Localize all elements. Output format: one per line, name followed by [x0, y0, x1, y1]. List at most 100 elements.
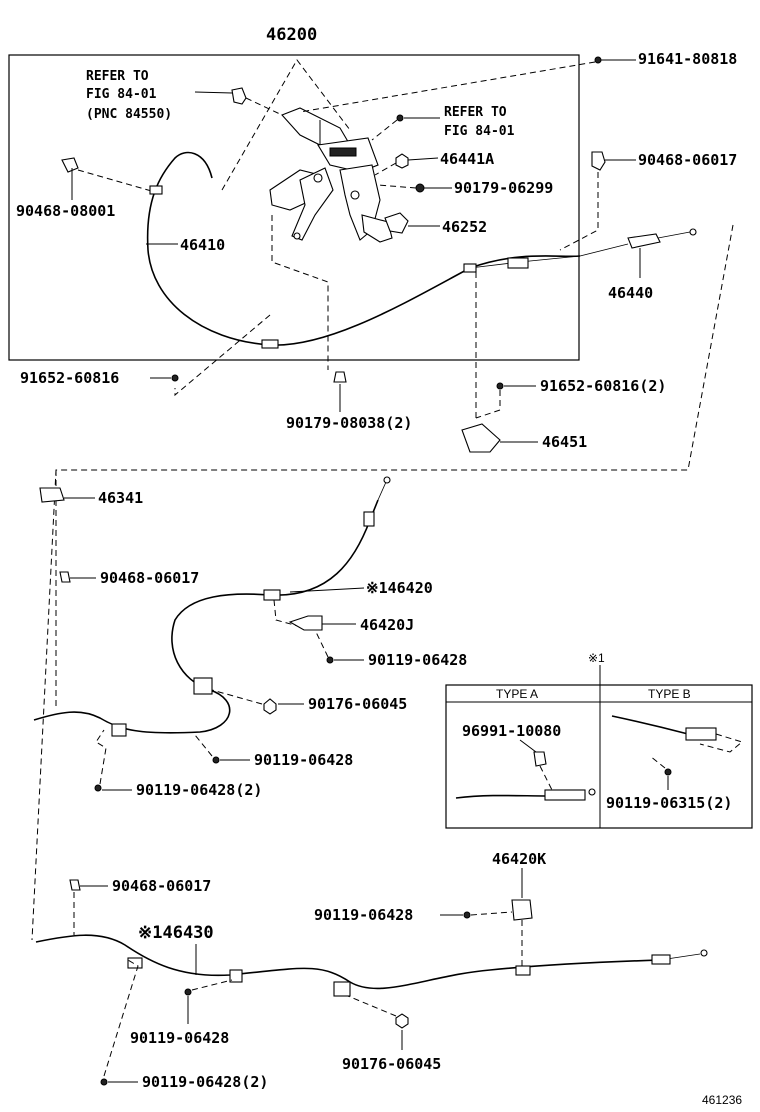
- dash-90119-f: [103, 959, 139, 1077]
- inset-marker: ※1: [588, 651, 605, 665]
- label-90119-06428-f: 90119-06428(2): [142, 1073, 268, 1091]
- pedal-assembly-drawing: [269, 107, 393, 243]
- label-46252: 46252: [442, 218, 487, 236]
- label-90119-06428-d: 90119-06428: [314, 906, 413, 924]
- rod-46440: [579, 231, 691, 257]
- dash-refer1: [245, 97, 283, 116]
- dash-90119-c: [95, 729, 107, 785]
- equalizer-46440: [627, 233, 661, 249]
- cable-46410-end: [261, 339, 279, 349]
- clip-90468-08001: [61, 157, 79, 173]
- label-90468-06017-a: 90468-06017: [638, 151, 737, 169]
- bracket-46451: [461, 423, 501, 453]
- inset-type-b-part: 90119-06315(2): [606, 794, 732, 812]
- label-90119-06428-b: 90119-06428: [254, 751, 353, 769]
- leader-refer1: [194, 91, 233, 94]
- clip-46420K: [511, 899, 533, 921]
- type-b-cable: [611, 715, 689, 735]
- bolt-90119-06428-a: [326, 656, 334, 664]
- label-90176-06045-b: 90176-06045: [342, 1055, 441, 1073]
- bolt-90119-06428-c: [94, 784, 102, 792]
- clip-refer-1: [231, 87, 247, 105]
- cable-46430-joint-b: [515, 965, 531, 976]
- type-a-fitting: [544, 789, 586, 801]
- label-46200: 46200: [266, 25, 317, 45]
- inset-type-a-header: TYPE A: [496, 687, 538, 701]
- leader-46420: [289, 587, 365, 593]
- nut-90179-06299: [415, 183, 425, 193]
- label-refer1-line3: (PNC 84550): [86, 107, 172, 122]
- label-46341: 46341: [98, 489, 143, 507]
- label-90119-06428-a: 90119-06428: [368, 651, 467, 669]
- dash-to-lower: [31, 224, 734, 941]
- assembly-46200-frame: [8, 54, 580, 361]
- clip-46341: [39, 487, 65, 503]
- cable-46430-joint-a: [229, 969, 243, 983]
- type-a-clip: [533, 751, 547, 767]
- bolt-90119-06428-f: [100, 1078, 108, 1086]
- type-b-bolt-dash: [649, 755, 666, 769]
- dash-refer2: [371, 119, 398, 141]
- label-90119-06428-e: 90119-06428: [130, 1029, 229, 1047]
- dash-90468-08001: [77, 169, 156, 193]
- label-90119-06428-c: 90119-06428(2): [136, 781, 262, 799]
- rod-end-46440: [689, 228, 697, 236]
- dash-90179-08038: [271, 215, 329, 370]
- nut-90176-06045-a: [263, 698, 277, 715]
- dash-90179-06299: [377, 184, 417, 189]
- inset-type-b-header: TYPE B: [648, 687, 691, 701]
- bolt-91652-60816-a: [171, 374, 179, 382]
- nut-90176-06045-b: [395, 1013, 409, 1029]
- cable-46420-joint: [263, 589, 281, 601]
- label-91641-80818: 91641-80818: [638, 50, 737, 68]
- label-90468-06017-b: 90468-06017: [100, 569, 199, 587]
- clip-46420J: [288, 615, 323, 631]
- cable-46430-fitting: [651, 954, 671, 965]
- cable-46420-rod: [377, 481, 387, 501]
- label-90468-08001: 90468-08001: [16, 202, 115, 220]
- label-90176-06045-a: 90176-06045: [308, 695, 407, 713]
- cable-46410-fitting: [149, 185, 163, 195]
- cable-46410: [146, 151, 581, 346]
- type-a-leader: [519, 739, 537, 753]
- label-91652-60816-a: 91652-60816: [20, 369, 119, 387]
- dash-46441A: [374, 162, 397, 176]
- leader-46200: [221, 59, 351, 191]
- cable-46420-end: [383, 476, 391, 484]
- cable-46430-end: [700, 949, 708, 957]
- figure-number: 461236: [702, 1093, 742, 1107]
- bracket-bottom-left: [127, 957, 143, 969]
- dash-90176-b: [347, 995, 397, 1017]
- cable-46410-joint: [507, 257, 529, 269]
- type-b-dash: [699, 733, 744, 753]
- label-46451: 46451: [542, 433, 587, 451]
- label-90179-06299: 90179-06299: [454, 179, 553, 197]
- bracket-bottom: [333, 981, 351, 997]
- label-46420K: 46420K: [492, 850, 546, 868]
- clip-46252: [384, 212, 409, 234]
- dash-90119-d: [470, 911, 513, 916]
- dash-46451-b: [475, 390, 501, 419]
- type-a-dash: [539, 765, 553, 791]
- label-46410: 46410: [180, 236, 225, 254]
- bolt-91652-60816-b: [496, 382, 504, 390]
- dash-90119-e: [191, 979, 233, 991]
- label-46420: ※146420: [366, 579, 433, 597]
- bolt-90179-08038: [333, 371, 347, 383]
- label-90179-08038: 90179-08038(2): [286, 414, 412, 432]
- label-refer1-line1: REFER TO: [86, 69, 149, 84]
- label-46420J: 46420J: [360, 616, 414, 634]
- bracket-mid: [193, 677, 213, 695]
- clip-90468-06017-a: [591, 151, 606, 171]
- label-46430: ※146430: [138, 923, 214, 943]
- clip-90468-06017-b: [59, 571, 71, 583]
- bracket-mid-2: [111, 723, 127, 737]
- label-refer2-line1: REFER TO: [444, 105, 507, 120]
- bolt-90119-06428-d: [463, 911, 471, 919]
- type-a-end: [588, 788, 596, 796]
- label-91652-60816-b: 91652-60816(2): [540, 377, 666, 395]
- dash-91652-a: [174, 314, 271, 397]
- bolt-91641-80818: [594, 56, 602, 64]
- inset-type-a-part: 96991-10080: [462, 722, 561, 740]
